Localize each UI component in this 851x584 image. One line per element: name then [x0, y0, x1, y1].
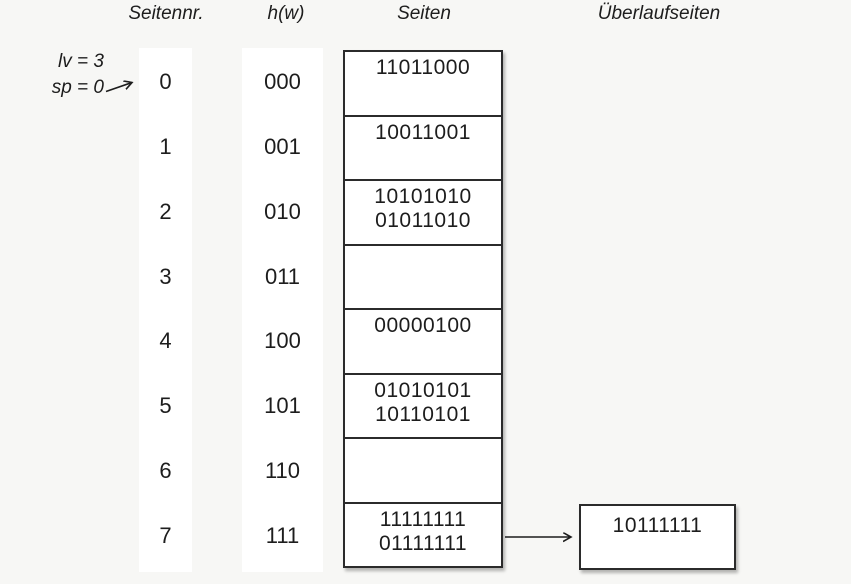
hash-value-2: 010: [264, 198, 301, 224]
page-number-column: 0 1 2 3 4 5 6 7: [139, 50, 192, 568]
page-entry: 11011000: [375, 56, 471, 79]
annotation-lv: lv = 3: [58, 51, 104, 72]
hash-value-strip: [242, 48, 323, 572]
page-entry: 01011010: [375, 209, 471, 232]
hash-column: 000 001 010 011 100 101 110 111: [242, 50, 323, 568]
page-cell-3: [345, 243, 501, 309]
page-entry: 10011001: [375, 120, 471, 144]
page-number-2: 2: [159, 198, 172, 224]
overflow-box: 10111111: [579, 504, 736, 570]
hash-value-0: 000: [264, 69, 301, 95]
column-header-ueberlaufseiten: Überlaufseiten: [597, 3, 721, 24]
page-entry: 00000100: [374, 314, 472, 337]
page-number-strip: [139, 48, 192, 572]
page-number-0: 0: [159, 69, 172, 95]
hash-value-6: 110: [264, 457, 301, 483]
page-entry: 11111111: [379, 507, 467, 531]
hash-value-3: 011: [264, 263, 301, 289]
page-number-1: 1: [159, 134, 172, 160]
sp-pointer-arrow-icon: [105, 83, 132, 93]
page-number-3: 3: [159, 263, 172, 289]
page-entry: 01010101: [374, 378, 472, 402]
annotation-sp: sp = 0: [51, 77, 104, 98]
page-number-7: 7: [159, 522, 172, 548]
page-entry: 01111111: [378, 531, 468, 555]
page-number-5: 5: [159, 393, 172, 419]
page-cell-0: 11011000: [345, 52, 501, 115]
column-header-seitennr: Seitennr.: [128, 3, 204, 24]
overflow-entry: 10111111: [612, 514, 703, 537]
page-number-4: 4: [159, 328, 172, 354]
page-cell-6: [345, 437, 501, 502]
column-header-hash: h(w): [267, 3, 305, 24]
page-number-6: 6: [159, 457, 172, 483]
page-entry: 10110101: [375, 402, 471, 426]
column-header-seiten: Seiten: [397, 3, 451, 24]
page-entry: 10101010: [374, 185, 472, 208]
hash-value-1: 001: [264, 134, 301, 160]
page-cell-1: 10011001: [345, 114, 501, 180]
state-annotation: lv = 3 sp = 0: [26, 49, 104, 101]
page-cell-4: 00000100: [345, 308, 501, 373]
hash-value-4: 100: [264, 328, 301, 354]
hash-value-7: 111: [265, 522, 300, 548]
hash-value-5: 101: [264, 393, 301, 419]
